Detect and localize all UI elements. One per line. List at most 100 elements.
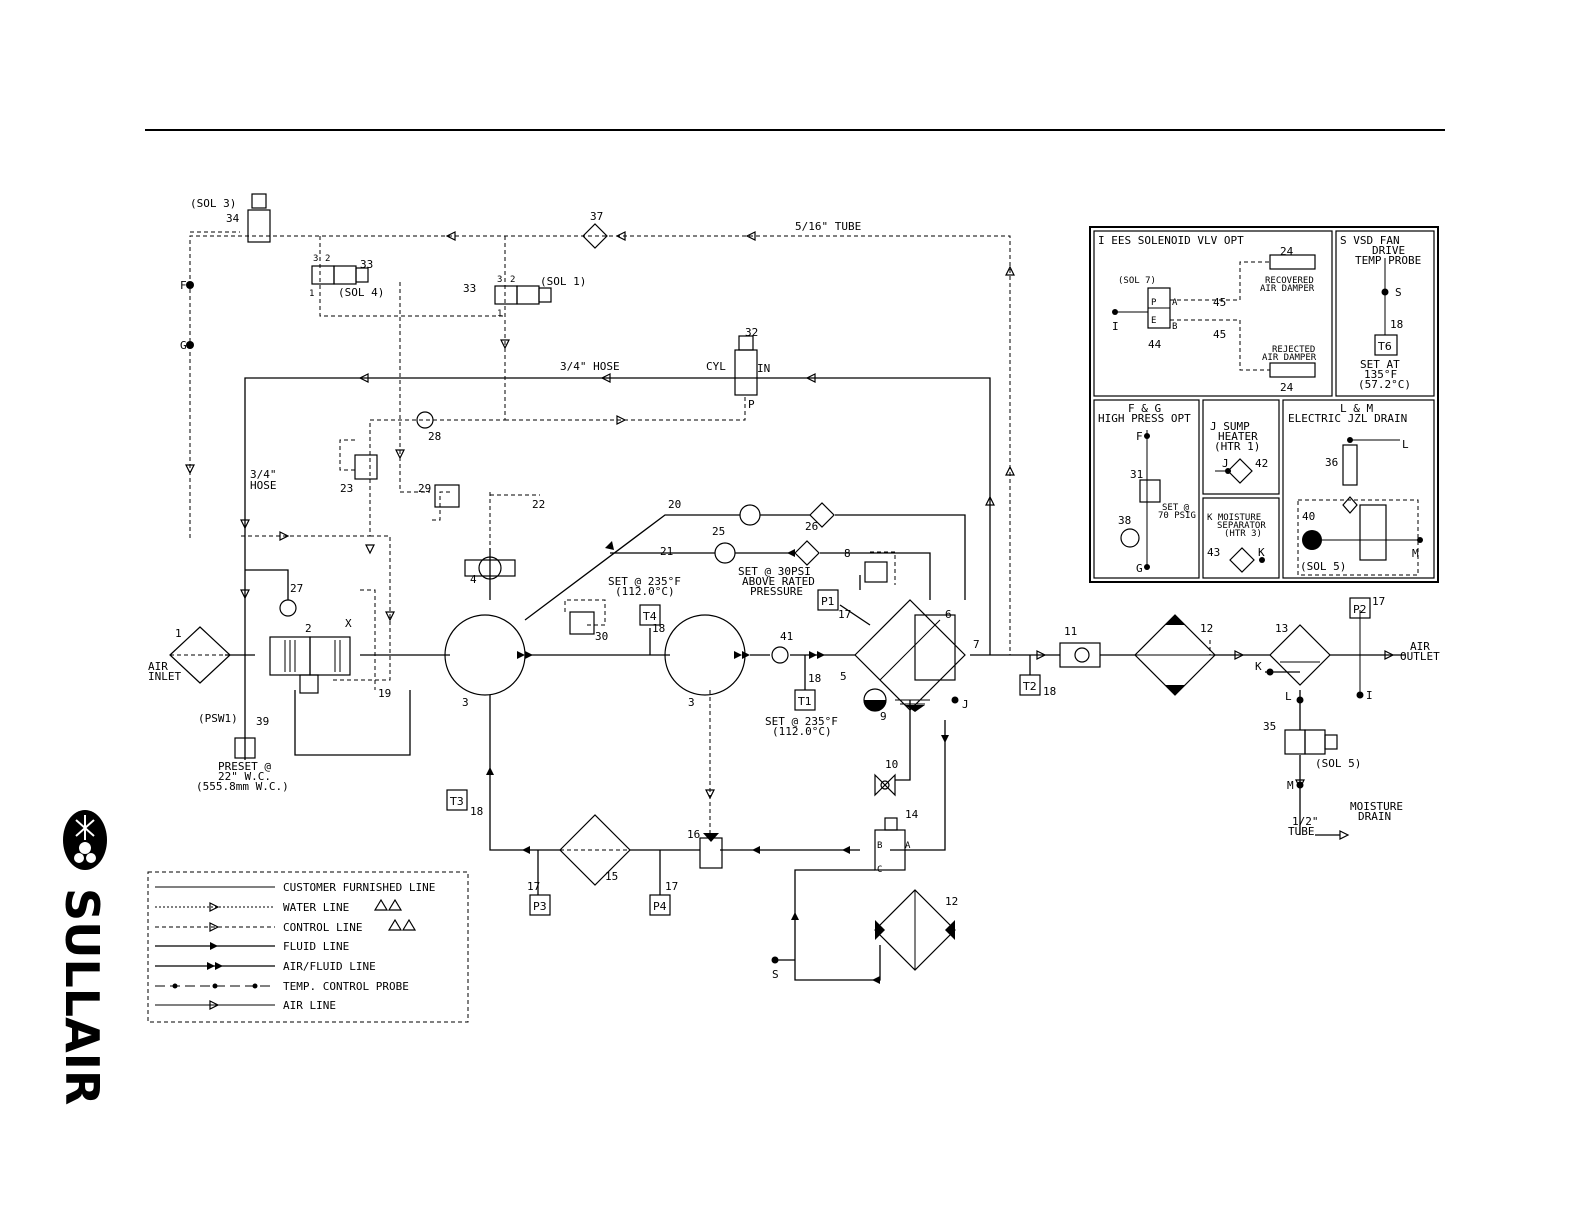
legend-customer-furnished: CUSTOMER FURNISHED LINE [283, 881, 435, 894]
inset-fg-38: 38 [1118, 514, 1131, 527]
inset-s-18: 18 [1390, 318, 1403, 331]
inset-i-title: I EES SOLENOID VLV OPT [1098, 234, 1244, 247]
check-valve-27 [279, 599, 297, 617]
gauge-p2: P2 [1353, 603, 1367, 616]
label-13: 13 [1275, 622, 1288, 635]
inset-labels: I EES SOLENOID VLV OPT 24 (SOL 7) RECOVE… [1098, 234, 1421, 575]
inset-i-sol7: (SOL 7) [1118, 276, 1156, 286]
solenoid-33b [494, 285, 552, 305]
control-lines [189, 231, 1211, 835]
label-p: P [748, 398, 755, 411]
label-preset-3: (555.8mm W.C.) [196, 780, 289, 793]
label-f: F [180, 279, 187, 292]
legend-air-fluid-line: AIR/FLUID LINE [283, 960, 376, 973]
filter-26 [794, 540, 820, 566]
label-s: S [772, 968, 779, 981]
inset-lm-title-2: ELECTRIC JZL DRAIN [1288, 412, 1407, 425]
sullair-logo: SULLAIR [55, 810, 109, 1105]
inset-s-t6: T6 [1377, 340, 1392, 353]
gauge-p4: P4 [653, 900, 667, 913]
label-12a: 12 [1200, 622, 1213, 635]
label-preset-2: 22" W.C. [218, 770, 271, 783]
gauge-t1: T1 [797, 695, 812, 708]
inset-i-rec-2: AIR DAMPER [1260, 284, 1315, 294]
inset-k-title-3: (HTR 3) [1224, 529, 1262, 539]
inset-fg-title-1: F & G [1128, 402, 1161, 415]
valve-8 [864, 561, 888, 583]
inset-i-p: P [1151, 298, 1157, 308]
inset-i-45b: 45 [1213, 328, 1226, 341]
check-valve-28 [416, 411, 434, 429]
label-hose34-2: HOSE [250, 479, 277, 492]
label-37: 37 [590, 210, 603, 223]
label-hose34-1: 3/4" [250, 468, 277, 481]
label-air-outlet-1: AIR [1410, 640, 1430, 653]
stop-valve-16 [699, 833, 723, 869]
port-a: A [905, 841, 911, 851]
label-sol5: (SOL 5) [1315, 757, 1361, 770]
legend-water-line: WATER LINE [283, 901, 349, 914]
label-set30-2: ABOVE RATED [742, 575, 815, 588]
inset-fg-f: F [1136, 430, 1143, 443]
label-3a: 3 [462, 696, 469, 709]
label-sol4: (SOL 4) [338, 286, 384, 299]
label-22: 22 [532, 498, 545, 511]
solenoid-33a [311, 265, 369, 285]
filter-26a [809, 502, 835, 528]
label-17b: 17 [1372, 595, 1385, 608]
label-in: IN [757, 362, 770, 375]
port-3b: 3 [497, 275, 502, 285]
pressure-valve-30 [569, 611, 595, 635]
inlet-valve-2 [269, 636, 351, 694]
label-g: G [180, 339, 187, 352]
label-preset-1: PRESET @ [218, 760, 271, 773]
label-20: 20 [668, 498, 681, 511]
label-set30-3: PRESSURE [750, 585, 803, 598]
inset-lm-36: 36 [1325, 456, 1338, 469]
label-k: K [1255, 660, 1262, 673]
inset-i-24a: 24 [1280, 245, 1294, 258]
label-28: 28 [428, 430, 441, 443]
label-17a: 17 [838, 608, 851, 621]
label-air-inlet-1: AIR [148, 660, 168, 673]
legend: CUSTOMER FURNISHED LINE WATER LINE CONTR… [147, 871, 469, 1023]
label-l: L [1285, 690, 1292, 703]
label-cyl: CYL [706, 360, 726, 373]
label-21: 21 [660, 545, 673, 558]
port-1b: 1 [497, 309, 502, 319]
label-1: 1 [175, 627, 182, 640]
label-33b: 33 [463, 282, 476, 295]
inset-fg-title-2: HIGH PRESS OPT [1098, 412, 1191, 425]
air-filter-1 [169, 626, 231, 684]
legend-temp-probe: TEMP. CONTROL PROBE [283, 980, 409, 993]
sight-glass-25a [739, 504, 761, 526]
inset-k-k: K [1258, 546, 1265, 559]
inset-k-43: 43 [1207, 546, 1220, 559]
label-4: 4 [470, 573, 477, 586]
oil-cooler-12 [874, 889, 956, 971]
label-i: I [1366, 689, 1373, 702]
inset-i-rec-1: RECOVERED [1265, 276, 1314, 286]
label-tube12-2: TUBE [1288, 825, 1315, 838]
label-19: 19 [378, 687, 391, 700]
inset-fg-set-2: 70 PSIG [1158, 511, 1196, 521]
gauge-t3: T3 [449, 795, 464, 808]
gauge-p3: P3 [533, 900, 547, 913]
gauge-p1: P1 [821, 595, 835, 608]
junction-dots [186, 281, 1364, 964]
inset-s-title-1: S VSD FAN [1340, 234, 1400, 247]
cylinder-32 [734, 335, 758, 396]
cooler-5 [854, 599, 966, 712]
label-j: J [962, 698, 969, 711]
inset-fg-set-1: SET @ [1162, 503, 1190, 513]
inset-s-title-2: DRIVE [1372, 244, 1405, 257]
label-35: 35 [1263, 720, 1276, 733]
label-air-inlet-2: INLET [148, 670, 181, 683]
label-11: 11 [1064, 625, 1077, 638]
inset-i-24b: 24 [1280, 381, 1294, 394]
label-34: 34 [226, 212, 240, 225]
inset-lm-l: L [1402, 438, 1409, 451]
gauges [446, 589, 1371, 916]
port-3a: 3 [313, 254, 318, 264]
